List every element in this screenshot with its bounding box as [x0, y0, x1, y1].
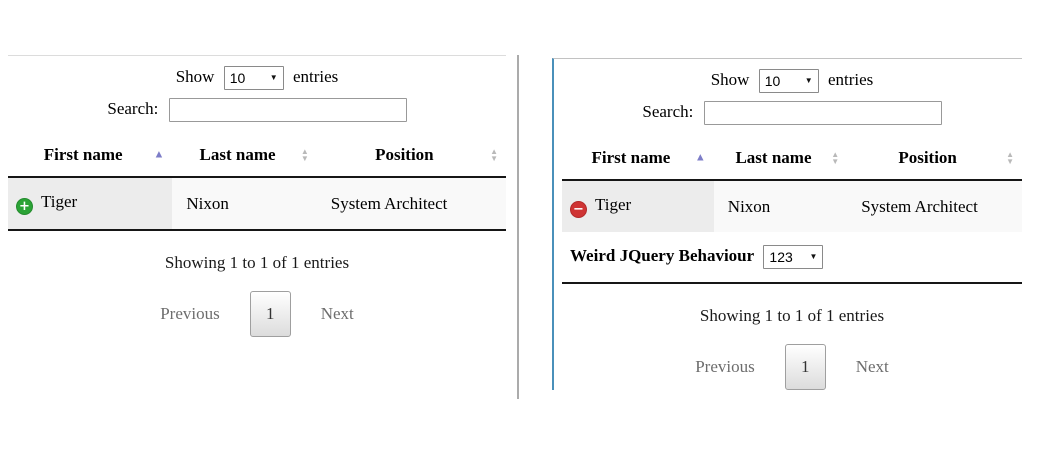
cell-position: System Architect — [316, 177, 506, 230]
search-label: Search: — [642, 101, 694, 121]
page-size-value: 10 — [764, 73, 781, 89]
sort-down-glyph: ▼ — [490, 154, 498, 163]
dropdown-arrow-icon: ▼ — [269, 73, 278, 82]
column-header-last-name[interactable]: Last name ▲ ▼ — [713, 137, 848, 181]
pagination: Previous 1 Next — [8, 291, 506, 337]
column-header-last-name[interactable]: Last name ▲ ▼ — [172, 134, 317, 178]
table-info: Showing 1 to 1 of 1 entries — [699, 306, 885, 325]
entries-label: entries — [292, 66, 339, 86]
collapse-row-icon[interactable]: − — [570, 201, 587, 218]
sort-both-icon: ▲ ▼ — [1006, 150, 1014, 166]
search-input[interactable] — [168, 98, 407, 122]
header-row: First name ▲ Last name ▲ ▼ Position ▲ — [562, 137, 1022, 181]
sort-ascending-icon: ▲ — [694, 151, 706, 164]
minus-glyph: − — [573, 202, 584, 217]
column-header-label: First name — [591, 148, 671, 167]
show-label: Show — [175, 66, 215, 86]
column-header-label: Position — [375, 145, 434, 164]
next-button[interactable]: Next — [320, 304, 354, 323]
sort-down-glyph: ▼ — [1006, 157, 1014, 166]
column-header-label: First name — [43, 145, 123, 164]
sort-both-icon: ▲ ▼ — [490, 147, 498, 163]
table-info: Showing 1 to 1 of 1 entries — [164, 253, 350, 272]
sort-down-glyph: ▼ — [831, 157, 840, 166]
sort-up-glyph: ▲ — [490, 147, 498, 156]
search-input[interactable] — [703, 101, 942, 125]
first-name-value: Tiger — [595, 195, 632, 214]
previous-button[interactable]: Previous — [160, 304, 220, 323]
show-label: Show — [710, 69, 750, 89]
sort-ascending-icon: ▲ — [153, 148, 165, 161]
search-label: Search: — [107, 98, 159, 118]
page-size-value: 10 — [229, 70, 246, 86]
table-row: − Tiger Nixon System Architect — [562, 180, 1022, 232]
column-header-label: Last name — [735, 148, 812, 167]
page-1-button[interactable]: 1 — [784, 344, 826, 390]
page-size-select[interactable]: 10 ▼ — [758, 69, 819, 93]
column-header-label: Position — [898, 148, 957, 167]
child-row: Weird JQuery Behaviour 123 ▼ — [562, 232, 1022, 283]
page-size-select[interactable]: 10 ▼ — [223, 66, 284, 90]
child-row-cell: Weird JQuery Behaviour 123 ▼ — [562, 232, 1022, 283]
column-header-position[interactable]: Position ▲ ▼ — [847, 137, 1022, 181]
page-1-button[interactable]: 1 — [249, 291, 291, 337]
datatable-panel-right: Show 10 ▼ entries Search: First name ▲ — [552, 58, 1022, 390]
child-row-select[interactable]: 123 ▼ — [763, 245, 824, 269]
child-row-label: Weird JQuery Behaviour — [570, 245, 755, 265]
data-table: First name ▲ Last name ▲ ▼ Position ▲ — [8, 134, 506, 231]
child-select-value: 123 — [769, 249, 793, 265]
expand-row-icon[interactable]: + — [16, 198, 33, 215]
search-control: Search: — [562, 101, 1022, 125]
plus-glyph: + — [19, 199, 30, 214]
panel-divider — [517, 55, 519, 399]
entries-label: entries — [827, 69, 874, 89]
cell-first-name: − Tiger — [562, 180, 714, 232]
sort-up-glyph: ▲ — [831, 150, 840, 159]
page-length-control: Show 10 ▼ entries — [562, 69, 1022, 93]
sort-up-glyph: ▲ — [300, 147, 309, 156]
search-control: Search: — [8, 98, 506, 122]
column-header-label: Last name — [199, 145, 276, 164]
header-row: First name ▲ Last name ▲ ▼ Position ▲ — [8, 134, 506, 178]
data-table: First name ▲ Last name ▲ ▼ Position ▲ — [562, 137, 1022, 284]
sort-both-icon: ▲ ▼ — [831, 150, 840, 166]
next-button[interactable]: Next — [855, 357, 889, 376]
page-length-control: Show 10 ▼ entries — [8, 66, 506, 90]
table-row: + Tiger Nixon System Architect — [8, 177, 506, 230]
column-header-first-name[interactable]: First name ▲ — [8, 134, 173, 178]
sort-up-glyph: ▲ — [1006, 150, 1014, 159]
cell-position: System Architect — [847, 180, 1022, 232]
sort-both-icon: ▲ ▼ — [300, 147, 309, 163]
dropdown-arrow-icon: ▼ — [809, 252, 818, 261]
sort-down-glyph: ▼ — [300, 154, 309, 163]
cell-first-name: + Tiger — [8, 177, 173, 230]
column-header-position[interactable]: Position ▲ ▼ — [316, 134, 506, 178]
column-header-first-name[interactable]: First name ▲ — [562, 137, 714, 181]
dropdown-arrow-icon: ▼ — [804, 76, 813, 85]
datatable-panel-left: Show 10 ▼ entries Search: First name ▲ — [8, 55, 506, 337]
cell-last-name: Nixon — [172, 177, 317, 230]
first-name-value: Tiger — [41, 192, 78, 211]
pagination: Previous 1 Next — [562, 344, 1022, 390]
previous-button[interactable]: Previous — [695, 357, 755, 376]
cell-last-name: Nixon — [713, 180, 848, 232]
